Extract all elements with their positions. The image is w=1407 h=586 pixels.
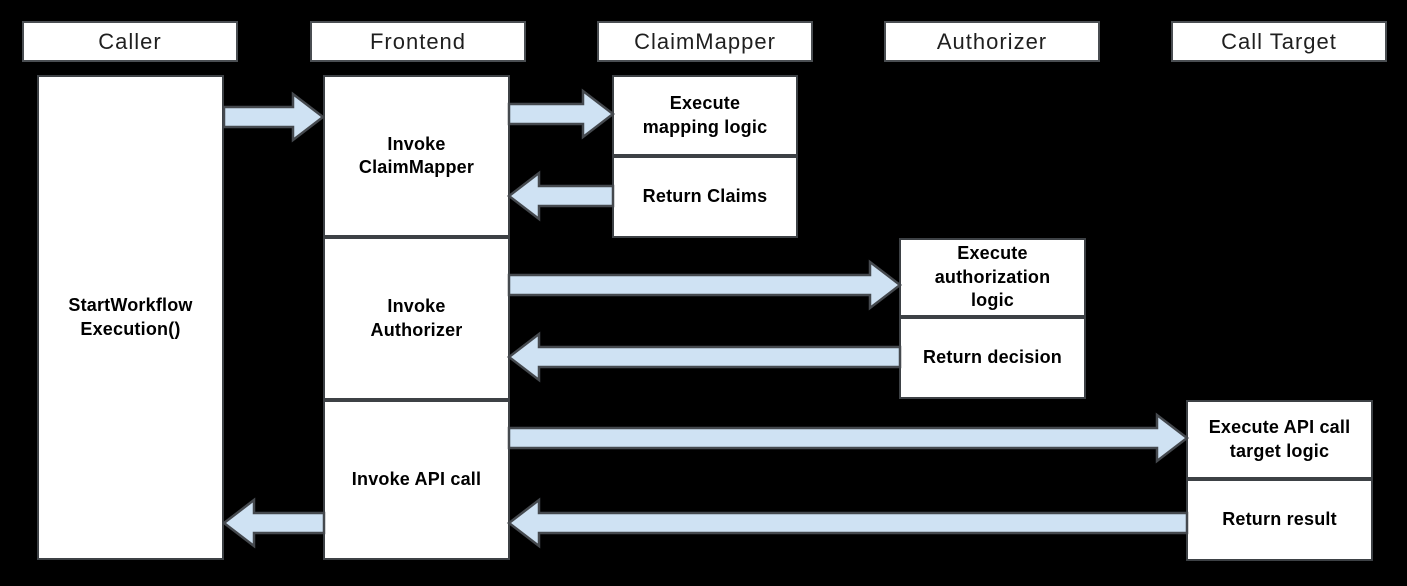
arrow-frontend-to-call-target (507, 412, 1190, 464)
step-execute-api-call-target-logic: Execute API call target logic (1186, 400, 1373, 479)
arrow-call-target-to-frontend (506, 497, 1189, 549)
step-execute-mapping-logic: Execute mapping logic (612, 75, 798, 156)
step-execute-authorization-logic: Execute authorization logic (899, 238, 1086, 317)
arrow-caller-to-frontend (222, 91, 326, 143)
lane-header-frontend: Frontend (310, 21, 526, 62)
lane-header-call-target: Call Target (1171, 21, 1387, 62)
step-invoke-authorizer: Invoke Authorizer (323, 237, 510, 400)
arrow-authorizer-to-frontend (506, 331, 902, 383)
lane-header-caller: Caller (22, 21, 238, 62)
arrow-frontend-to-claimmapper (507, 88, 616, 140)
lane-header-claimmapper: ClaimMapper (597, 21, 813, 62)
step-return-decision: Return decision (899, 317, 1086, 399)
step-start-workflow-execution: StartWorkflow Execution() (37, 75, 224, 560)
step-return-claims: Return Claims (612, 156, 798, 238)
step-return-result: Return result (1186, 479, 1373, 561)
step-invoke-claimmapper: Invoke ClaimMapper (323, 75, 510, 237)
lane-header-authorizer: Authorizer (884, 21, 1100, 62)
arrow-frontend-to-authorizer (507, 259, 903, 311)
step-invoke-api-call: Invoke API call (323, 400, 510, 560)
arrow-frontend-to-caller (221, 497, 326, 549)
arrow-claimmapper-to-frontend (506, 170, 615, 222)
